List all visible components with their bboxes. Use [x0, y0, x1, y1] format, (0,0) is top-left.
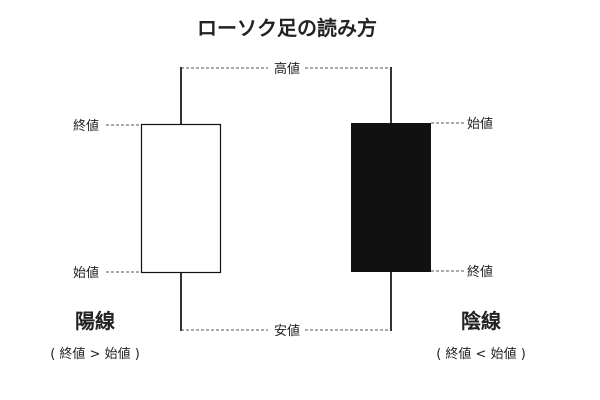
bullish-condition: ( 終値 > 始値 ) — [50, 346, 140, 362]
bullish-title: 陽線 — [75, 309, 115, 333]
bullish-body — [140, 123, 222, 274]
bearish-condition: ( 終値 < 始値 ) — [436, 346, 526, 362]
bearish-title: 陰線 — [461, 309, 501, 333]
bearish-body — [351, 123, 431, 272]
bearish-open-label: 始値 — [467, 116, 493, 132]
bullish-candle — [140, 67, 222, 331]
bearish-close-label: 終値 — [467, 264, 493, 280]
high-label: 高値 — [274, 61, 300, 77]
bearish-candle — [351, 67, 431, 331]
diagram-title: ローソク足の読み方 — [197, 16, 377, 40]
bullish-open-label: 始値 — [73, 265, 99, 281]
bullish-close-label: 終値 — [73, 118, 99, 134]
low-label: 安値 — [274, 323, 300, 339]
